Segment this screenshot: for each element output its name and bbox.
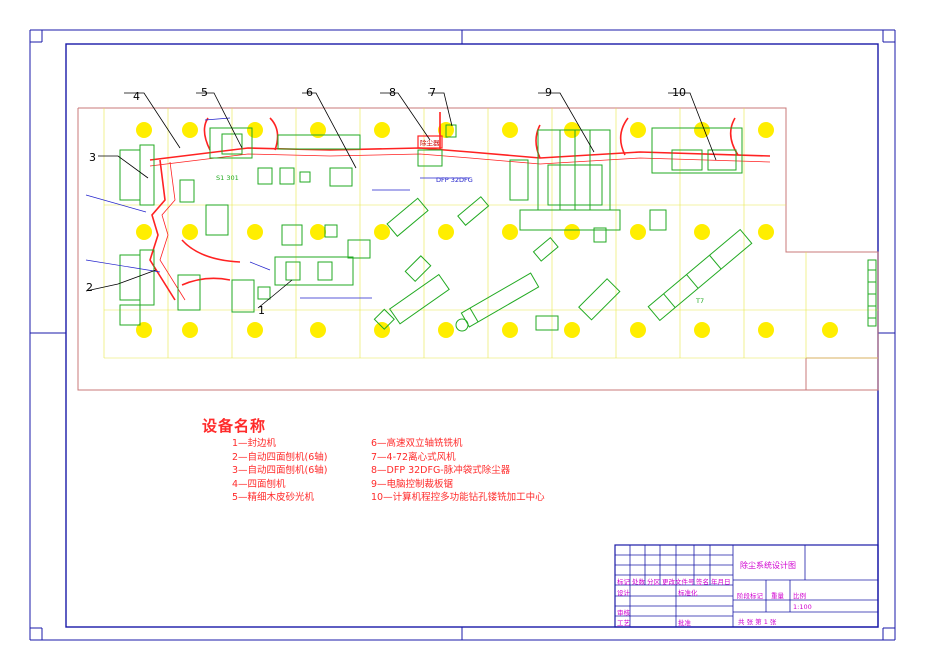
tb-row-label: 处数 (632, 578, 645, 586)
tb-row-label: 签名 (696, 578, 709, 586)
legend-item: 10—计算机程控多功能钻孔镂铣加工中心 (371, 492, 545, 504)
tb-scale: 比例 (793, 592, 806, 600)
tb-standard: 标准化 (678, 589, 698, 597)
tb-weight: 重量 (771, 592, 784, 600)
legend-item: 6—高速双立轴铣铣机 (371, 438, 463, 449)
callout-9: 9 (545, 86, 552, 99)
callout-lines (85, 92, 717, 309)
legend-item: 8—DFP 32DFG-脉冲袋式除尘器 (371, 465, 511, 477)
callout-3: 3 (89, 151, 96, 164)
callout-8: 8 (389, 86, 396, 99)
tb-design: 设计 (617, 589, 630, 597)
structural-columns (136, 122, 838, 338)
callout-1: 1 (258, 304, 265, 317)
tb-sheets: 共 张 第 1 张 (738, 618, 777, 626)
callout-6: 6 (306, 86, 313, 99)
legend-item: 9—电脑控制裁板锯 (371, 478, 454, 490)
leader-lines (85, 117, 470, 299)
legend-item: 4—四面刨机 (232, 478, 286, 490)
callout-4: 4 (133, 90, 140, 103)
callout-7: 7 (429, 86, 436, 99)
legend-title: 设备名称 (202, 417, 267, 435)
device-labels: 除尘器 DFP 32DFG S1 301 T7 (216, 138, 704, 305)
tb-row-label: 年月日 (711, 578, 731, 586)
legend-right-column: 6—高速双立轴铣铣机 7—4-72离心式风机 8—DFP 32DFG-脉冲袋式除… (371, 437, 545, 505)
dust-duct-system (149, 112, 771, 301)
callout-2: 2 (86, 281, 93, 294)
tb-process: 工艺 (617, 619, 630, 627)
tb-scale-value: 1:100 (793, 603, 812, 611)
legend-item: 7—4-72离心式风机 (371, 451, 456, 463)
legend-item: 2—自动四面刨机(6轴) (232, 451, 328, 463)
callout-10: 10 (672, 86, 686, 99)
callout-numbers: 1 2 3 4 5 6 7 8 9 10 (86, 86, 686, 317)
tb-row-label: 标记 (617, 578, 630, 586)
label-t: T7 (695, 297, 704, 305)
callout-5: 5 (201, 86, 208, 99)
tb-stage: 阶段标记 (737, 592, 763, 600)
label-dust-collector: 除尘器 (420, 138, 440, 147)
legend-item: 3—自动四面刨机(6轴) (232, 465, 328, 477)
drawing-title: 除尘系统设计图 (740, 561, 796, 570)
tb-row-label: 更改文件号 (662, 578, 695, 586)
tb-review: 审核 (617, 609, 630, 617)
legend-left-column: 1—封边机 2—自动四面刨机(6轴) 3—自动四面刨机(6轴) 4—四面刨机 5… (232, 437, 328, 505)
machine-layout (119, 124, 877, 332)
title-block (614, 544, 879, 628)
label-s1: S1 301 (216, 174, 239, 182)
legend-item: 5—精细木皮砂光机 (232, 492, 315, 504)
tb-row-label: 分区 (647, 578, 660, 586)
label-dfp: DFP 32DFG (436, 176, 473, 184)
building-outline (77, 107, 879, 391)
legend-item: 1—封边机 (232, 438, 277, 449)
tb-approve: 批准 (678, 619, 691, 627)
